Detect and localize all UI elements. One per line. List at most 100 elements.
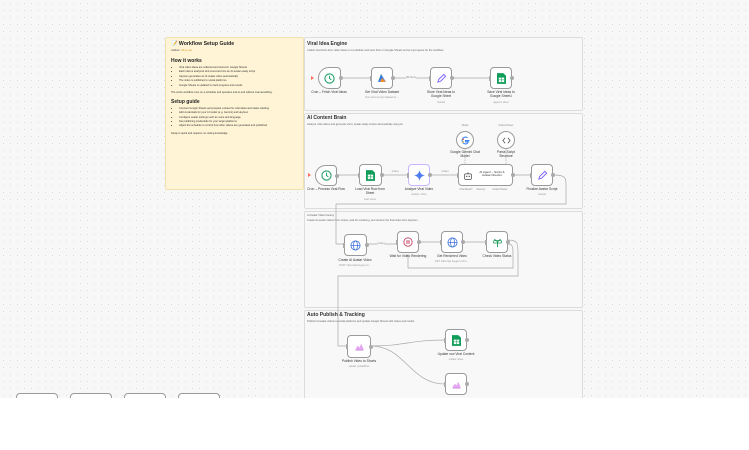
node-publish[interactable] (346, 335, 373, 358)
input-port[interactable] (346, 344, 348, 349)
edge-label: 38 items (406, 76, 416, 79)
section-subtitle: Analyze viral videos and generate short,… (307, 123, 404, 126)
list-item: Add credentials for your AI model (e.g. … (179, 111, 298, 115)
section-title: AI Content Brain (307, 115, 347, 121)
node-cron-fetch[interactable] (318, 67, 343, 89)
port-label: Chat Model* (459, 188, 473, 191)
globe-icon (350, 240, 361, 250)
node-subtitle: Run actor and get dataset ite… (365, 96, 399, 99)
node-subtitle: append: sheet (493, 101, 509, 104)
output-port[interactable] (550, 173, 555, 177)
canvas-control-button[interactable] (70, 393, 112, 398)
globe-icon (447, 237, 457, 247)
output-port[interactable] (510, 173, 515, 177)
output-port[interactable] (449, 76, 454, 80)
input-port[interactable] (444, 337, 446, 343)
google-icon (461, 136, 470, 144)
node-label: Parse Script Structure (497, 150, 515, 158)
node-cron-process[interactable] (315, 165, 339, 186)
output-port[interactable] (427, 173, 432, 177)
input-port[interactable] (444, 381, 446, 387)
canvas-control-button[interactable] (124, 393, 166, 398)
clock-icon (324, 72, 335, 84)
node-check-status[interactable] (485, 231, 510, 253)
input-port[interactable] (396, 239, 398, 245)
output-port[interactable] (416, 240, 421, 244)
port-label: Output Parser (492, 188, 508, 191)
output-port[interactable] (464, 338, 469, 342)
list-item: Connect Google Sheets and prepare a shee… (179, 107, 298, 111)
canvas-control-button[interactable] (178, 393, 220, 398)
node-ai-agent[interactable]: AI Agent – Script & Avatar Director (457, 164, 515, 186)
input-port[interactable] (343, 242, 345, 248)
how-it-works-list: Viral video ideas are collected and stor… (171, 66, 298, 88)
node-label: Get Viral Video Dataset (364, 90, 400, 94)
section-title: AI Avatar Video Factory (307, 214, 335, 217)
node-subtitle: update: sheet (448, 358, 464, 361)
input-port[interactable] (429, 75, 431, 81)
node-label: Finalize Avatar Script (526, 187, 558, 191)
output-port[interactable] (379, 173, 384, 177)
setup-guide-note[interactable]: 📝 Workflow Setup Guide Author: Wing Lab … (165, 37, 304, 190)
node-gemini-chat-model[interactable] (456, 131, 474, 149)
workflow-canvas[interactable]: 📝 Workflow Setup Guide Author: Wing Lab … (0, 0, 749, 398)
list-item: HeyGen generates an AI avatar video auto… (179, 75, 298, 79)
input-port[interactable] (530, 172, 532, 178)
edge-label: 1 item (441, 170, 449, 173)
setup-guide-heading: Setup guide (171, 98, 200, 105)
node-label: Get Rendered Video (437, 254, 467, 258)
setup-guide-list: Connect Google Sheets and prepare a shee… (171, 107, 298, 129)
node-store-ideas[interactable] (429, 67, 454, 89)
node-wait-render[interactable] (396, 231, 421, 253)
input-port[interactable] (358, 172, 360, 178)
output-port[interactable] (368, 344, 373, 349)
node-get-rendered[interactable] (440, 231, 465, 253)
output-port[interactable] (364, 243, 369, 247)
input-port[interactable] (489, 75, 491, 81)
section-subtitle: Publish AI avatar videos to social platf… (307, 320, 415, 323)
node-publish-secondary[interactable] (444, 373, 469, 395)
node-load-row[interactable] (358, 164, 384, 186)
input-port[interactable] (407, 172, 409, 178)
output-port[interactable] (509, 76, 514, 80)
node-analyze-video[interactable] (407, 164, 432, 186)
input-port[interactable] (440, 239, 442, 245)
input-port[interactable] (457, 172, 459, 178)
output-port[interactable] (464, 382, 469, 386)
canvas-control-button[interactable] (16, 393, 58, 398)
section-subtitle: Create AI avatar videos from scripts, wa… (307, 219, 419, 222)
node-label: Check Video Status (482, 254, 512, 258)
node-label: Save Viral Ideas to Google Sheet1 (487, 90, 515, 98)
node-label: Analyze Viral Video (404, 187, 434, 191)
google-sheets-icon (496, 72, 506, 84)
node-get-dataset[interactable] (370, 67, 395, 89)
node-update-row[interactable] (444, 329, 469, 351)
node-parse-script[interactable] (497, 131, 515, 149)
author-link[interactable]: Wing Lab (181, 49, 193, 52)
output-port[interactable] (390, 76, 395, 80)
port-label: Model (461, 124, 469, 127)
google-sheets-icon (366, 169, 375, 181)
output-port[interactable] (505, 240, 510, 244)
node-save-ideas[interactable] (489, 67, 514, 89)
node-label: Google Gemini Chat Model (450, 150, 480, 158)
output-port[interactable] (334, 173, 339, 178)
output-port[interactable] (460, 240, 465, 244)
trigger-bolt-icon (311, 76, 314, 80)
node-label: AI Agent – Script & Avatar Director (479, 170, 505, 178)
upload-post-icon (451, 381, 461, 388)
output-port[interactable] (338, 76, 343, 80)
connection (370, 339, 446, 347)
input-port[interactable] (370, 75, 372, 81)
section-ai-content-brain[interactable] (304, 113, 583, 209)
section-ai-avatar-video-factory[interactable] (304, 211, 583, 308)
pause-icon (403, 237, 413, 247)
node-label: Cron – Process Viral Row (307, 187, 345, 191)
input-port[interactable] (485, 239, 487, 245)
how-it-works-heading: How it works (171, 58, 202, 64)
node-label: Wait for Video Rendering (389, 254, 427, 258)
robot-icon (464, 172, 472, 180)
upload-post-icon (354, 343, 364, 351)
node-create-video[interactable] (343, 234, 369, 256)
node-finalize-script[interactable] (530, 164, 555, 186)
